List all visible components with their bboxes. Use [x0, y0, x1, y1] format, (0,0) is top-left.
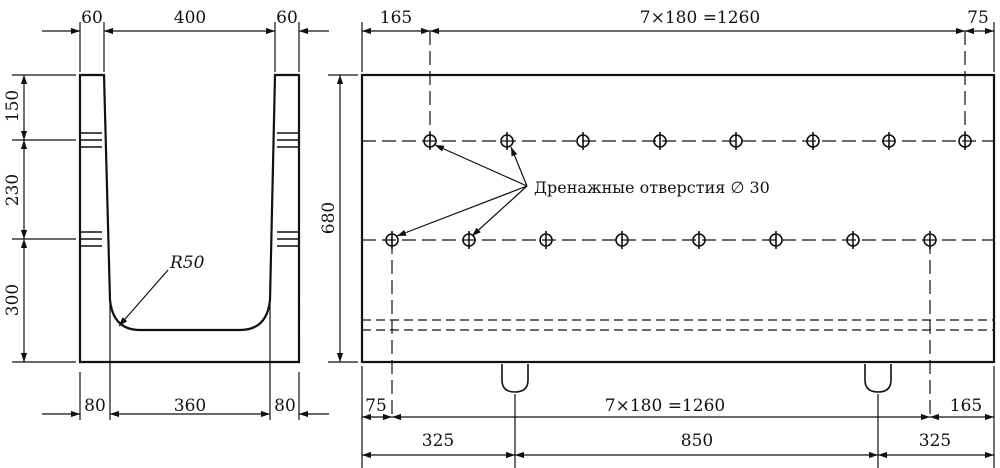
dim-side-top-left: 165 [380, 8, 412, 28]
drain-hole [615, 231, 629, 249]
drain-hole [958, 132, 972, 150]
channel-section-outline [78, 73, 301, 364]
radius-label: R50 [169, 253, 205, 273]
drain-hole [500, 132, 514, 150]
wall-hole-marks [80, 132, 299, 247]
drain-hole [806, 132, 820, 150]
drain-hole [729, 132, 743, 150]
lifting-lugs [501, 364, 892, 393]
drain-hole [692, 231, 706, 249]
drain-hole [882, 132, 896, 150]
section-bottom-dimensions [42, 300, 329, 420]
section-view: 60 400 60 80 360 80 150 230 300 [3, 8, 329, 420]
side-view: Дренажные отверстия ∅ 30 165 7×180 =1260… [319, 8, 996, 468]
drain-hole [539, 231, 553, 249]
dim-opening: 400 [174, 8, 206, 28]
dim-inner-width: 360 [174, 396, 206, 416]
dim-height-middle: 230 [3, 174, 23, 206]
section-top-dimensions [42, 22, 329, 72]
drain-label-leaders [396, 144, 528, 237]
dim-right-base: 80 [274, 396, 296, 416]
drain-holes-label: Дренажные отверстия ∅ 30 [534, 178, 770, 197]
drain-hole [462, 231, 476, 249]
channel-side-outline [360, 73, 996, 364]
drain-hole [923, 231, 937, 249]
dim-side-top-spacing: 7×180 =1260 [640, 8, 760, 28]
dim-side-bottom-middle: 850 [681, 431, 713, 451]
radius-leader [118, 269, 169, 327]
section-height-dimensions [12, 74, 76, 363]
hidden-floor-lines [362, 319, 994, 331]
lifting-lug [864, 364, 892, 393]
lower-drain-holes [385, 231, 937, 249]
dim-side-top-right: 75 [967, 8, 989, 28]
upper-drain-holes [423, 132, 972, 150]
drain-hole [423, 132, 437, 150]
dim-side-bottom-left: 325 [422, 431, 454, 451]
side-lower-dimensions [361, 366, 995, 468]
dim-side-bottom-right: 325 [919, 431, 951, 451]
dim-side-lower-spacing: 7×180 =1260 [605, 396, 725, 416]
drain-hole [846, 231, 860, 249]
dim-height-upper: 150 [3, 90, 23, 122]
dim-side-height: 680 [319, 202, 339, 234]
lifting-lug [501, 364, 529, 393]
dim-side-lower-right: 165 [950, 396, 982, 416]
drain-hole [653, 132, 667, 150]
dim-left-wall: 60 [81, 8, 103, 28]
side-height-dimension [328, 74, 358, 363]
dim-left-base: 80 [84, 396, 106, 416]
dim-right-wall: 60 [276, 8, 298, 28]
drain-hole [769, 231, 783, 249]
dim-side-lower-left: 75 [365, 396, 387, 416]
drain-hole [576, 132, 590, 150]
dim-height-lower: 300 [3, 284, 23, 316]
side-top-dimensions [361, 22, 995, 72]
drain-hole [385, 231, 399, 249]
